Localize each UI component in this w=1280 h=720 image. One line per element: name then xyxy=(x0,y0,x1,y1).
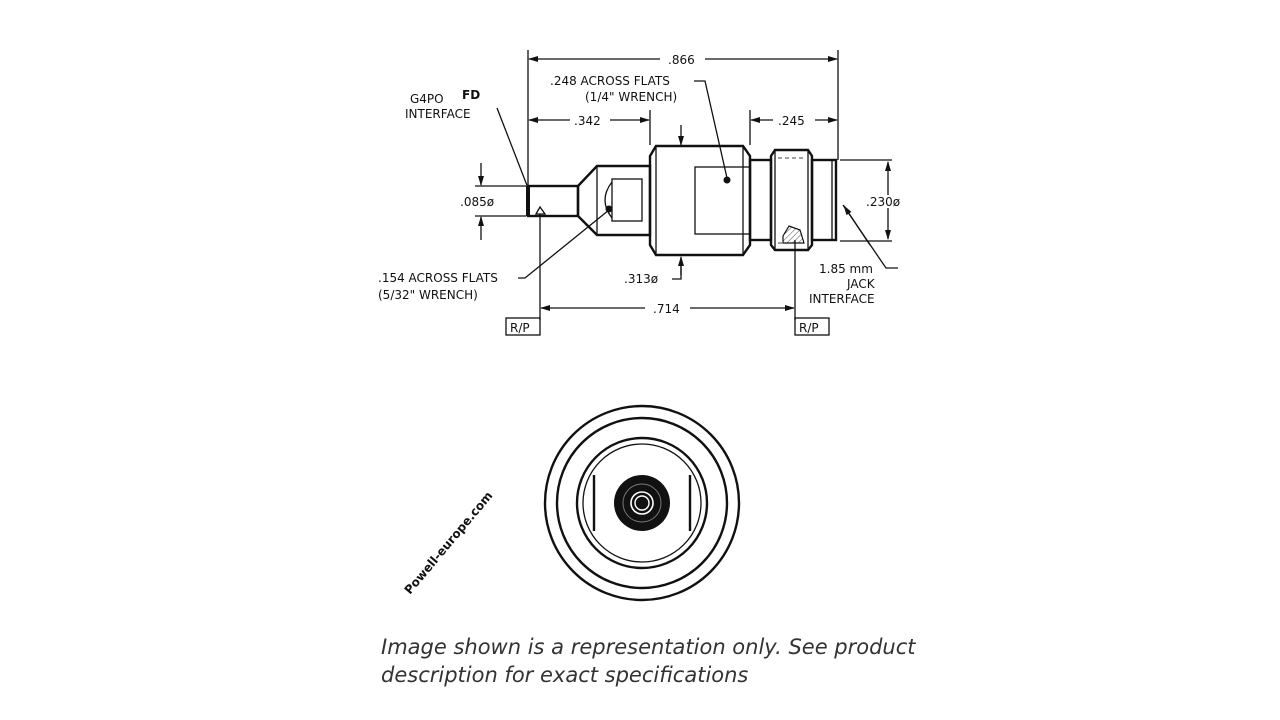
label-across-flats-large: .248 ACROSS FLATS xyxy=(550,74,670,88)
dim-714: .714 xyxy=(653,302,680,316)
label-across-flats-small-wrench: (5/32" WRENCH) xyxy=(378,288,478,302)
dim-dia-313: .313ø xyxy=(624,272,658,286)
dim-overall-length: .866 xyxy=(668,53,695,67)
label-across-flats-large-wrench: (1/4" WRENCH) xyxy=(585,90,677,104)
label-interface-right-2: JACK xyxy=(846,277,876,291)
ref-plane-left: R/P xyxy=(510,321,530,335)
label-across-flats-small: .154 ACROSS FLATS xyxy=(378,271,498,285)
side-view: .866 .248 ACROSS FLATS (1/4" WRENCH) G4P… xyxy=(378,50,900,336)
label-interface-right: 1.85 mm xyxy=(819,262,873,276)
dim-dia-230: .230ø xyxy=(866,195,900,209)
label-interface-left-bold: FD xyxy=(462,88,480,102)
caption-line-1: Image shown is a representation only. Se… xyxy=(381,635,916,659)
caption-line-2: description for exact specifications xyxy=(381,663,749,687)
dim-342: .342 xyxy=(574,114,601,128)
dim-245: .245 xyxy=(778,114,805,128)
label-interface-left: G4PO xyxy=(410,92,444,106)
label-interface-left-2: INTERFACE xyxy=(405,107,471,121)
dim-dia-085: .085ø xyxy=(460,195,494,209)
watermark: Powell-europe.com xyxy=(402,489,496,597)
label-interface-right-3: INTERFACE xyxy=(809,292,875,306)
end-view xyxy=(543,404,741,602)
disclaimer-caption: Image shown is a representation only. Se… xyxy=(381,633,941,689)
ref-plane-right: R/P xyxy=(799,321,819,335)
